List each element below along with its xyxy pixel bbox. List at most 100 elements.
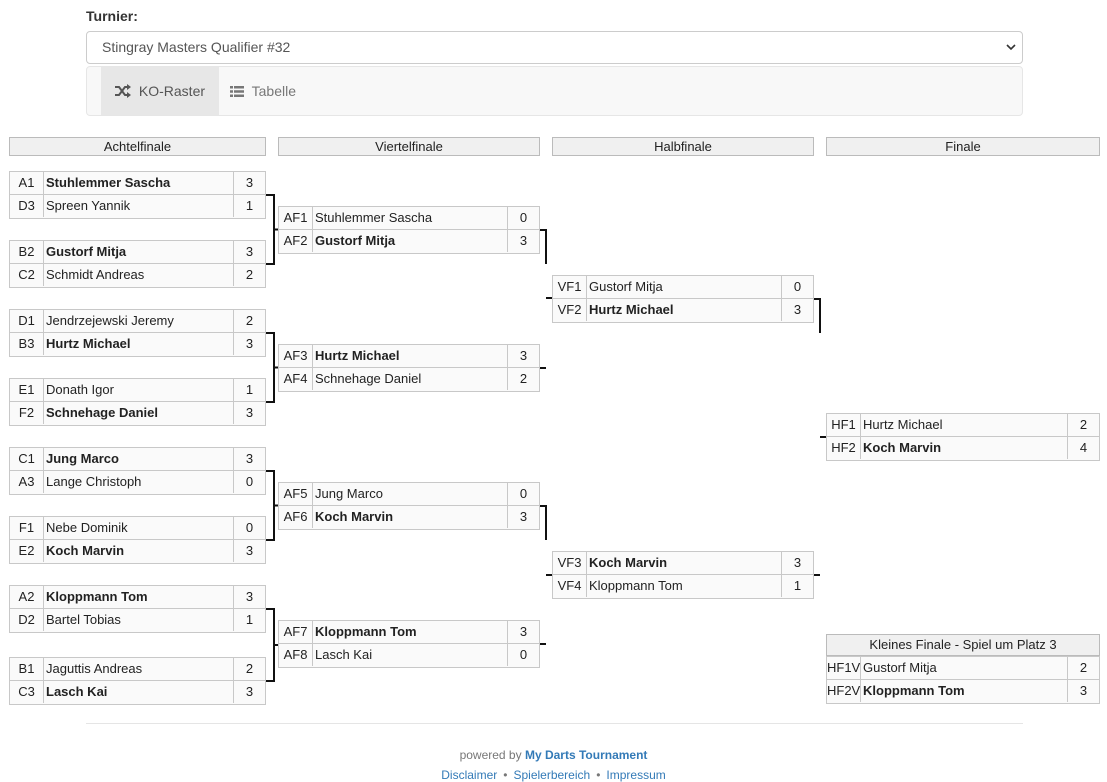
player-name: Gustorf Mitja bbox=[46, 244, 127, 259]
player-name: Schmidt Andreas bbox=[46, 267, 145, 282]
player-name: Kloppmann Tom bbox=[46, 589, 148, 604]
match-score: 2 bbox=[233, 658, 265, 680]
player-name: Hurtz Michael bbox=[863, 417, 943, 432]
powered-by-text: powered by bbox=[459, 748, 522, 762]
footer-divider bbox=[86, 723, 1023, 724]
tournament-select[interactable]: Stingray Masters Qualifier #32 bbox=[86, 31, 1023, 64]
shuffle-icon bbox=[115, 83, 139, 99]
match-score: 3 bbox=[233, 402, 265, 424]
player-name: Lasch Kai bbox=[315, 647, 373, 662]
player-name: Spreen Yannik bbox=[46, 198, 131, 213]
match-score: 1 bbox=[233, 379, 265, 401]
match-code: D1 bbox=[10, 310, 44, 332]
turnier-label: Turnier: bbox=[86, 8, 138, 24]
match-code: D3 bbox=[10, 195, 44, 217]
match-code: C1 bbox=[10, 448, 44, 470]
player-name: Stuhlemmer Sascha bbox=[46, 175, 171, 190]
player-name: Schnehage Daniel bbox=[315, 371, 422, 386]
player-name: Hurtz Michael bbox=[315, 348, 400, 363]
player-name: Stuhlemmer Sascha bbox=[315, 210, 433, 225]
match-code: B2 bbox=[10, 241, 44, 263]
impressum-link[interactable]: Impressum bbox=[606, 768, 666, 782]
match-score: 2 bbox=[507, 368, 539, 390]
player-name: Jung Marco bbox=[315, 486, 383, 501]
player-name: Gustorf Mitja bbox=[315, 233, 396, 248]
match-score: 1 bbox=[233, 609, 265, 631]
list-icon bbox=[230, 83, 252, 99]
bracket-connector bbox=[814, 298, 821, 333]
bracket-connector bbox=[266, 608, 275, 682]
player-name: Nebe Dominik bbox=[46, 520, 128, 535]
match-code: AF4 bbox=[279, 368, 313, 390]
player-name: Koch Marvin bbox=[46, 543, 125, 558]
match-code: C3 bbox=[10, 681, 44, 703]
player-name: Gustorf Mitja bbox=[589, 279, 663, 294]
match-score: 3 bbox=[507, 621, 539, 643]
bracket-connector bbox=[266, 332, 275, 403]
match-score: 0 bbox=[507, 644, 539, 666]
player-name: Koch Marvin bbox=[315, 509, 394, 524]
player-name: Schnehage Daniel bbox=[46, 405, 158, 420]
match-code: C2 bbox=[10, 264, 44, 286]
match-score: 3 bbox=[1067, 680, 1099, 702]
footer-powered: powered by My Darts Tournament bbox=[0, 748, 1107, 762]
match-code: D2 bbox=[10, 609, 44, 631]
match-score: 3 bbox=[233, 586, 265, 608]
match-code: A1 bbox=[10, 172, 44, 194]
player-name: Donath Igor bbox=[46, 382, 114, 397]
player-name: Kloppmann Tom bbox=[589, 578, 683, 593]
match-code: AF6 bbox=[279, 506, 313, 528]
match-code: VF4 bbox=[553, 575, 587, 597]
player-name: Koch Marvin bbox=[589, 555, 668, 570]
match-score: 3 bbox=[233, 540, 265, 562]
match-score: 3 bbox=[507, 506, 539, 528]
match-score: 3 bbox=[233, 172, 265, 194]
footer-links: Disclaimer•Spielerbereich•Impressum bbox=[441, 768, 666, 782]
tab-ko-raster[interactable]: KO-Raster bbox=[101, 67, 220, 115]
match-score: 2 bbox=[233, 310, 265, 332]
match-code: B1 bbox=[10, 658, 44, 680]
match-score: 3 bbox=[781, 299, 813, 321]
disclaimer-link[interactable]: Disclaimer bbox=[441, 768, 498, 782]
bracket-connector bbox=[540, 229, 547, 264]
match-score: 2 bbox=[233, 264, 265, 286]
match-code: HF1 bbox=[827, 414, 861, 436]
brand-link[interactable]: My Darts Tournament bbox=[524, 748, 648, 762]
player-name: Jung Marco bbox=[46, 451, 119, 466]
tab-tabelle[interactable]: Tabelle bbox=[216, 67, 310, 115]
match-score: 2 bbox=[1067, 414, 1099, 436]
match-score: 0 bbox=[233, 517, 265, 539]
match-score: 3 bbox=[233, 333, 265, 355]
match-code: AF1 bbox=[279, 207, 313, 229]
match-score: 4 bbox=[1067, 437, 1099, 459]
bracket-connector bbox=[266, 194, 275, 265]
player-name: Jaguttis Andreas bbox=[46, 661, 143, 676]
match-code: VF3 bbox=[553, 552, 587, 574]
match-score: 3 bbox=[781, 552, 813, 574]
spielerbereich-link[interactable]: Spielerbereich bbox=[513, 768, 591, 782]
